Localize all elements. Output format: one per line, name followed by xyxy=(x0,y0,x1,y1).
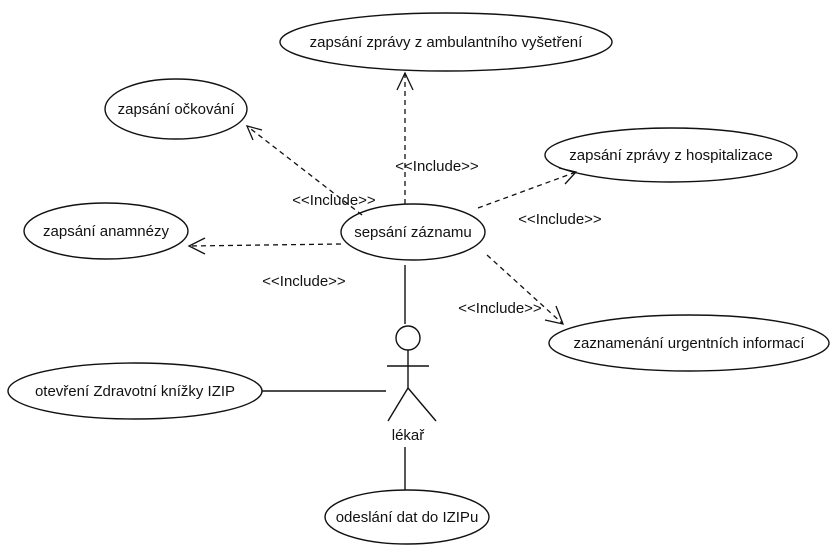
use-case-zaznam-label: sepsání záznamu xyxy=(354,224,472,241)
actor-head xyxy=(395,325,421,351)
use-case-anamneza-label: zapsání anamnézy xyxy=(43,223,169,240)
use-case-otevreni-label: otevření Zdravotní knížky IZIP xyxy=(35,383,235,400)
include-to-ambulantni xyxy=(396,71,414,204)
use-case-odeslani-label: odeslání dat do IZIPu xyxy=(336,509,479,526)
actor-left-leg xyxy=(387,387,409,422)
use-case-otevreni: otevření Zdravotní knížky IZIP xyxy=(7,362,263,420)
use-case-zaznam: sepsání záznamu xyxy=(340,203,486,261)
include-label-hospitalizace: <<Include>> xyxy=(518,211,602,228)
include-label-urgentni: <<Include>> xyxy=(458,300,542,317)
use-case-anamneza: zapsání anamnézy xyxy=(23,202,189,260)
use-case-hospitalizace: zapsání zprávy z hospitalizace xyxy=(544,127,798,183)
use-case-ockovani-label: zapsání očkování xyxy=(118,101,236,118)
actor-name: lékař xyxy=(392,427,426,444)
include-label-ambulantni: <<Include>> xyxy=(395,158,479,175)
include-to-anamneza xyxy=(187,237,342,255)
use-case-ambulantni-label: zapsání zprávy z ambulantního vyšetření xyxy=(310,34,583,51)
use-case-urgentni: zaznamenání urgentních informací xyxy=(548,314,830,372)
actor-right-leg xyxy=(407,387,437,422)
include-label-anamneza: <<Include>> xyxy=(262,273,346,290)
include-to-hospitalizace xyxy=(477,167,578,209)
use-case-urgentni-label: zaznamenání urgentních informací xyxy=(574,335,806,352)
include-to-urgentni xyxy=(486,254,565,325)
use-case-ambulantni: zapsání zprávy z ambulantního vyšetření xyxy=(279,12,613,72)
include-label-ockovani: <<Include>> xyxy=(292,192,376,209)
include-to-ockovani xyxy=(245,125,363,216)
actor-lekar: lékař xyxy=(387,325,437,444)
use-case-hospitalizace-label: zapsání zprávy z hospitalizace xyxy=(569,147,772,164)
use-case-odeslani: odeslání dat do IZIPu xyxy=(324,489,490,545)
use-case-ockovani: zapsání očkování xyxy=(104,78,248,140)
